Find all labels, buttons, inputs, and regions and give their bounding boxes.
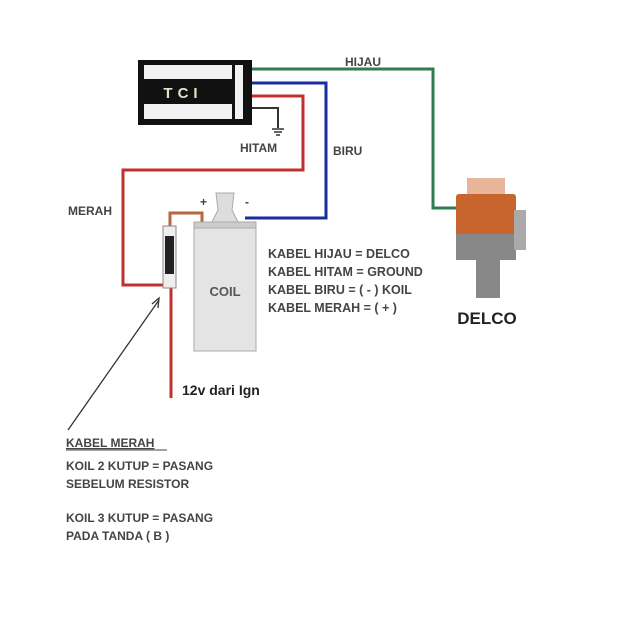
label-hijau: HIJAU [345, 55, 381, 69]
ignition-coil: COIL + - [193, 192, 257, 352]
legend-item: KABEL HIJAU = DELCO [268, 247, 410, 261]
tci-module: TCI [138, 60, 252, 125]
blue-wire [245, 81, 328, 220]
tci-label: TCI [163, 85, 202, 102]
coil-minus-label: - [245, 195, 249, 209]
black-wire [252, 107, 279, 128]
delco-distributor: DELCO [456, 178, 526, 328]
delco-label: DELCO [457, 309, 517, 328]
red-wire [121, 94, 305, 287]
green-wire [252, 67, 458, 210]
note-line: KOIL 2 KUTUP = PASANG [66, 459, 213, 473]
brown-wire [168, 211, 204, 228]
resistor [162, 225, 177, 289]
note-line: SEBELUM RESISTOR [66, 477, 189, 491]
coil-plus-label: + [200, 195, 207, 209]
label-biru: BIRU [333, 144, 362, 158]
legend-item: KABEL BIRU = ( - ) KOIL [268, 283, 412, 297]
legend-item: KABEL MERAH = ( + ) [268, 301, 397, 315]
note-line: KOIL 3 KUTUP = PASANG [66, 511, 213, 525]
label-merah: MERAH [68, 204, 112, 218]
label-hitam: HITAM [240, 141, 277, 155]
note-title: KABEL MERAH [66, 436, 154, 450]
coil-label: COIL [209, 284, 240, 299]
label-power: 12v dari Ign [182, 382, 260, 398]
note: KABEL MERAH KOIL 2 KUTUP = PASANG SEBELU… [66, 436, 213, 543]
note-line: PADA TANDA ( B ) [66, 529, 169, 543]
arrow-icon [67, 296, 160, 431]
legend-item: KABEL HITAM = GROUND [268, 265, 423, 279]
ground-icon [272, 128, 284, 136]
legend: KABEL HIJAU = DELCO KABEL HITAM = GROUND… [268, 247, 423, 315]
